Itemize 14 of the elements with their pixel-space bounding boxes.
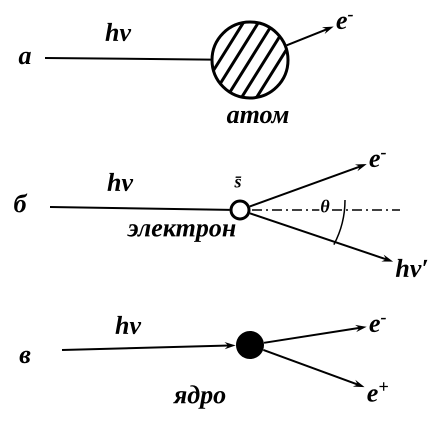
- edge-label: hν: [106, 22, 132, 42]
- particle-label: e$^{+}$: [367, 382, 388, 402]
- particle-label: hν′: [396, 258, 428, 278]
- panel-letter: а: [18, 50, 32, 66]
- panel-letter: в: [18, 350, 32, 364]
- panel-letter: б: [12, 192, 28, 214]
- edge-label: hν: [116, 316, 142, 334]
- particle-name: электрон: [127, 224, 236, 242]
- particle-label: e$^{-}$: [370, 318, 386, 332]
- particle-label: e$^{-}$: [370, 152, 386, 168]
- particle-label: e$^{-}$: [336, 14, 353, 30]
- edge-label: hν: [108, 172, 134, 192]
- particle-name: ядро: [173, 385, 226, 409]
- particle-name: атом: [226, 110, 289, 124]
